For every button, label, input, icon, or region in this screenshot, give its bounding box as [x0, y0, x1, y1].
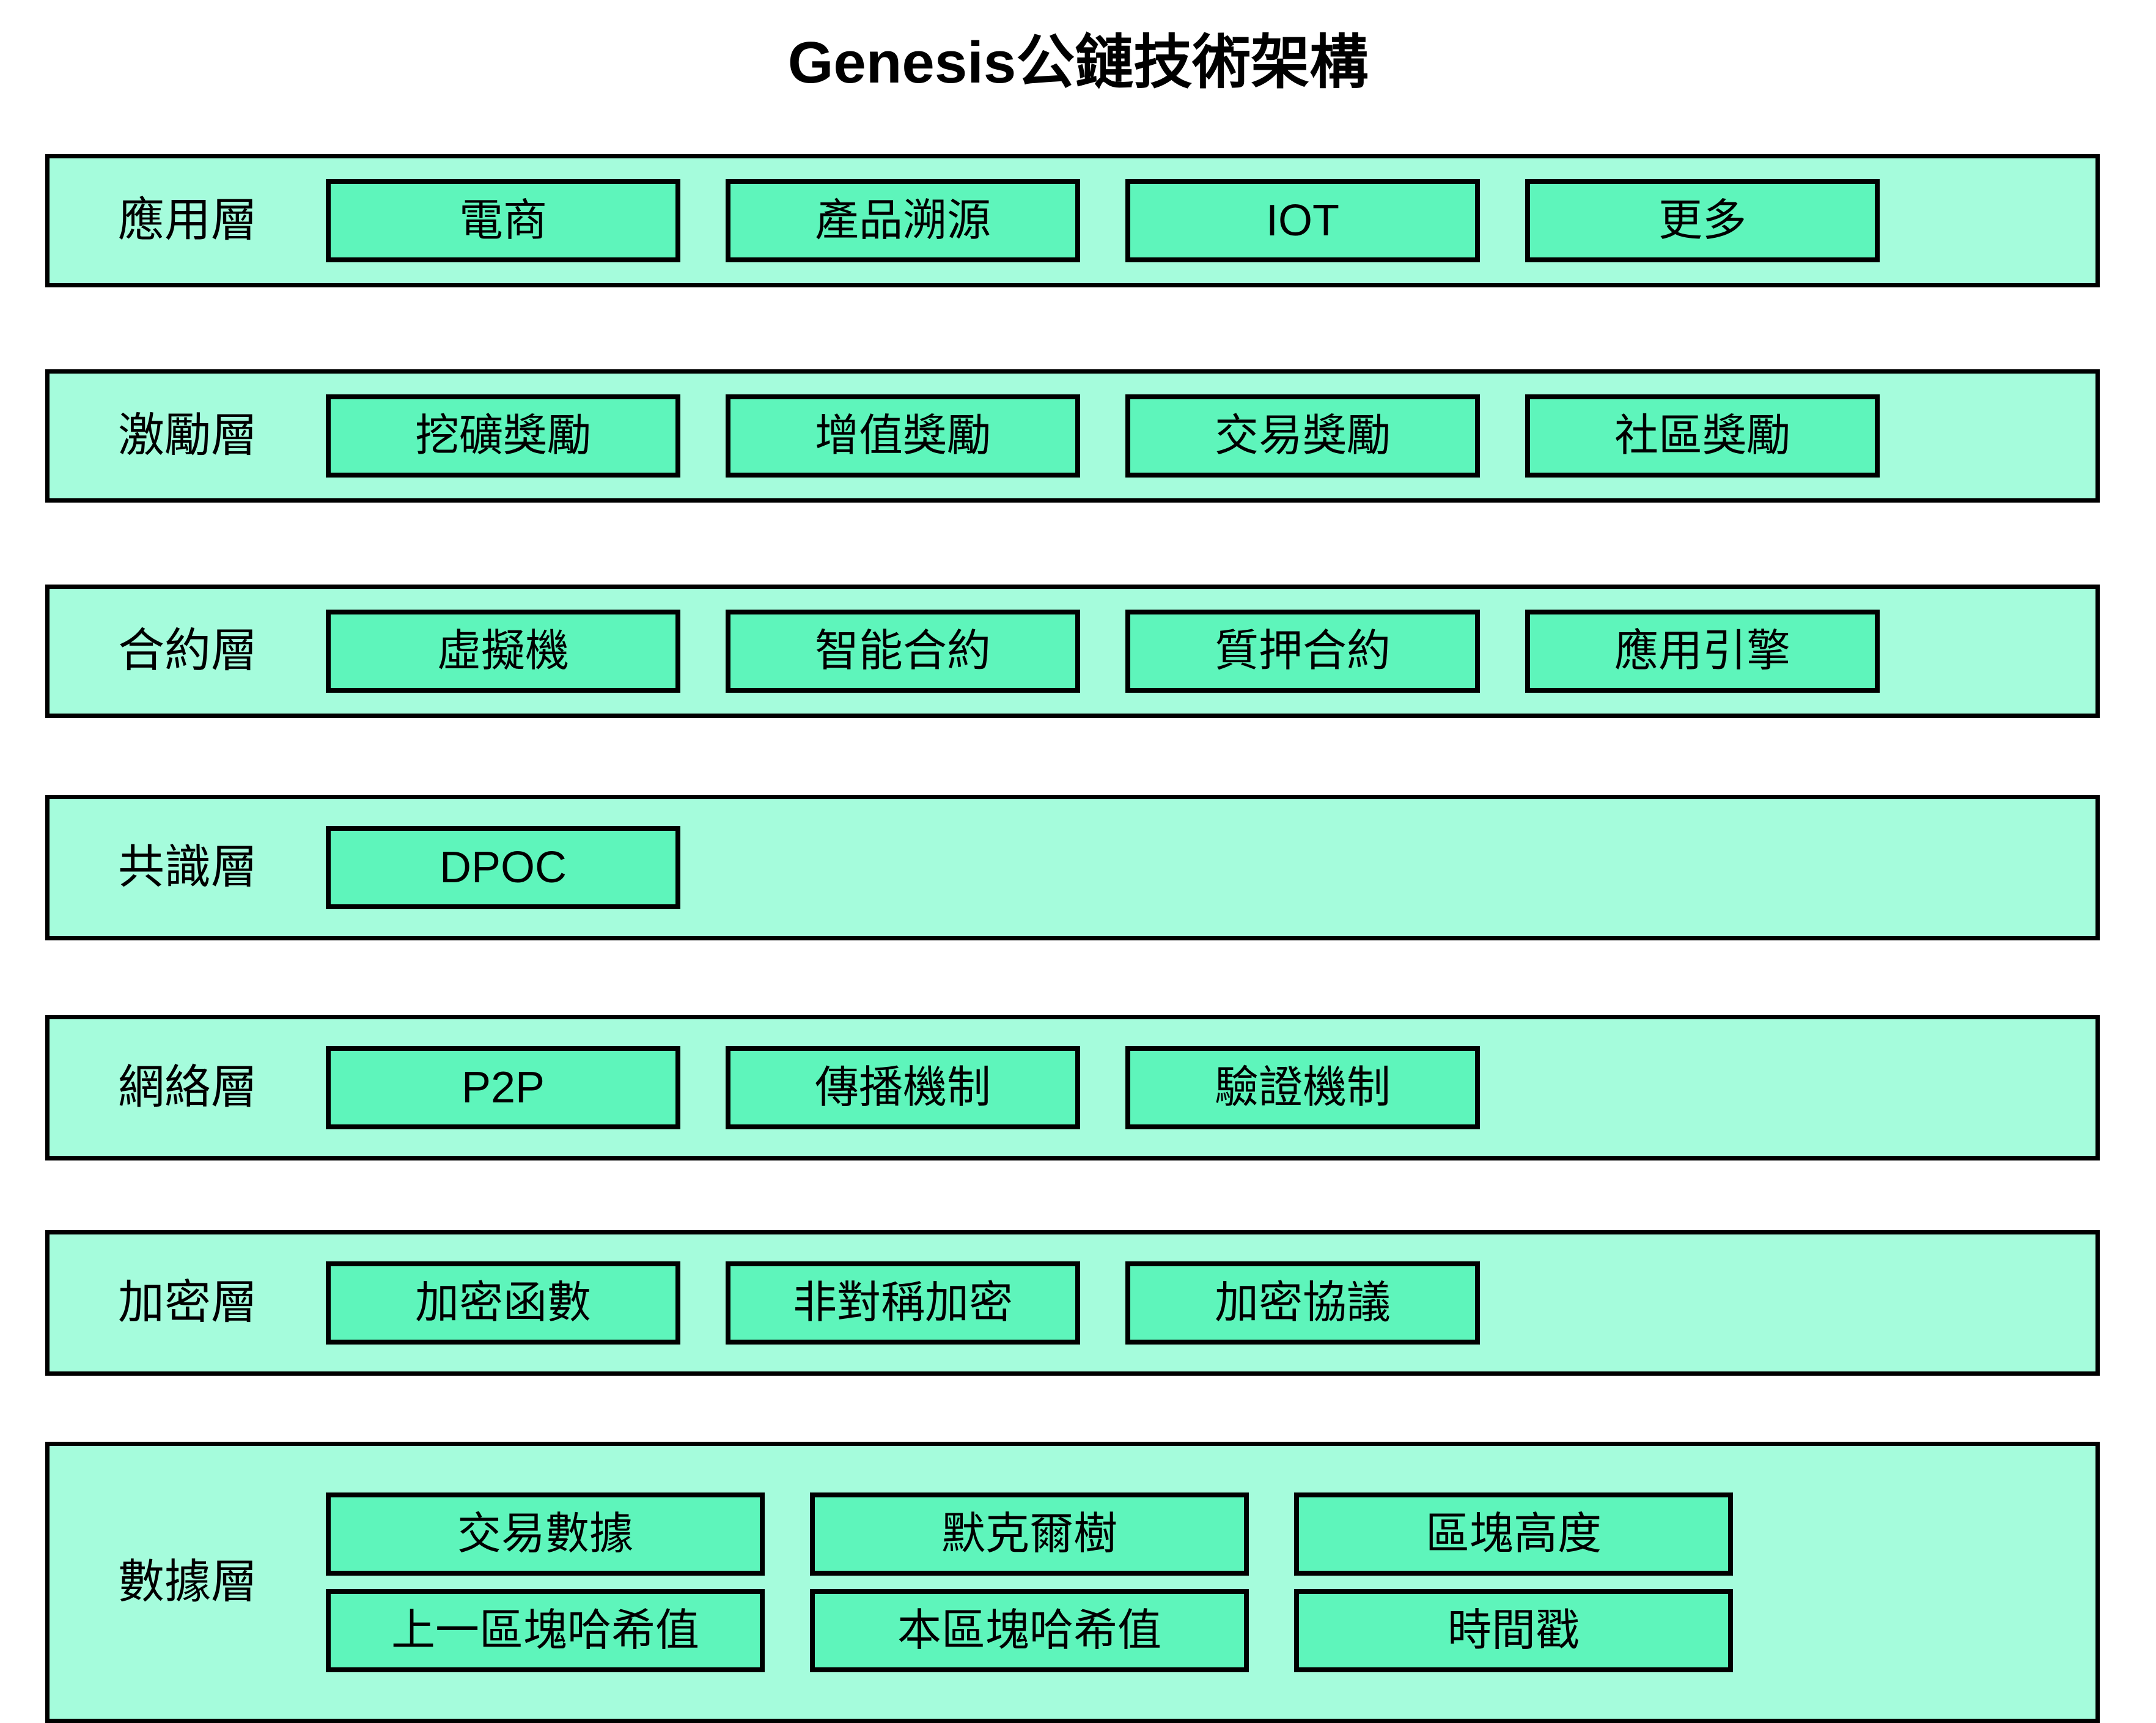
layer-nodes-contract: 虛擬機 智能合約 質押合約 應用引擎 — [326, 610, 2095, 693]
node-box[interactable]: 更多 — [1525, 179, 1880, 262]
layer-band-encryption: 加密層 加密函數 非對稱加密 加密協議 — [45, 1230, 2100, 1376]
node-box[interactable]: 區塊高度 — [1294, 1492, 1733, 1576]
layer-label-encryption: 加密層 — [118, 1277, 257, 1329]
node-box[interactable]: 本區塊哈希值 — [810, 1589, 1249, 1672]
layer-label-network: 網絡層 — [118, 1061, 257, 1113]
node-box[interactable]: 質押合約 — [1125, 610, 1480, 693]
layer-nodes-network: P2P 傳播機制 驗證機制 — [326, 1046, 2095, 1129]
node-box[interactable]: 虛擬機 — [326, 610, 680, 693]
layer-band-contract: 合約層 虛擬機 智能合約 質押合約 應用引擎 — [45, 585, 2100, 718]
node-box[interactable]: 非對稱加密 — [726, 1261, 1080, 1345]
layer-label-consensus: 共識層 — [118, 841, 257, 893]
layer-nodes-data-row-1: 交易數據 默克爾樹 區塊高度 — [326, 1492, 2095, 1576]
layer-band-incentive: 激勵層 挖礦獎勵 增值獎勵 交易獎勵 社區獎勵 — [45, 369, 2100, 503]
node-box[interactable]: 社區獎勵 — [1525, 394, 1880, 478]
node-box[interactable]: 時間戳 — [1294, 1589, 1733, 1672]
layer-band-application: 應用層 電商 產品溯源 IOT 更多 — [45, 154, 2100, 287]
layer-nodes-data: 交易數據 默克爾樹 區塊高度 上一區塊哈希值 本區塊哈希值 時間戳 — [326, 1492, 2095, 1672]
node-box[interactable]: 電商 — [326, 179, 680, 262]
node-box[interactable]: 驗證機制 — [1125, 1046, 1480, 1129]
layer-nodes-data-row-2: 上一區塊哈希值 本區塊哈希值 時間戳 — [326, 1589, 2095, 1672]
node-box[interactable]: 默克爾樹 — [810, 1492, 1249, 1576]
layer-label-incentive: 激勵層 — [118, 410, 257, 462]
node-box[interactable]: 上一區塊哈希值 — [326, 1589, 765, 1672]
node-box[interactable]: 應用引擎 — [1525, 610, 1880, 693]
node-box[interactable]: IOT — [1125, 179, 1480, 262]
node-box[interactable]: 加密協議 — [1125, 1261, 1480, 1345]
layer-label-contract: 合約層 — [118, 625, 257, 677]
node-box[interactable]: 增值獎勵 — [726, 394, 1080, 478]
node-box[interactable]: 智能合約 — [726, 610, 1080, 693]
node-box[interactable]: 挖礦獎勵 — [326, 394, 680, 478]
layer-band-data: 數據層 交易數據 默克爾樹 區塊高度 上一區塊哈希值 本區塊哈希值 時間戳 — [45, 1442, 2100, 1723]
layer-label-application: 應用層 — [118, 194, 257, 246]
node-box[interactable]: DPOC — [326, 826, 680, 909]
layer-band-network: 網絡層 P2P 傳播機制 驗證機制 — [45, 1015, 2100, 1160]
node-box[interactable]: 交易數據 — [326, 1492, 765, 1576]
layer-nodes-consensus: DPOC — [326, 826, 2095, 909]
layer-nodes-incentive: 挖礦獎勵 增值獎勵 交易獎勵 社區獎勵 — [326, 394, 2095, 478]
layer-nodes-application: 電商 產品溯源 IOT 更多 — [326, 179, 2095, 262]
layer-band-consensus: 共識層 DPOC — [45, 795, 2100, 940]
node-box[interactable]: 交易獎勵 — [1125, 394, 1480, 478]
page-title: Genesis公鏈技術架構 — [787, 30, 1369, 95]
node-box[interactable]: P2P — [326, 1046, 680, 1129]
node-box[interactable]: 加密函數 — [326, 1261, 680, 1345]
layer-nodes-encryption: 加密函數 非對稱加密 加密協議 — [326, 1261, 2095, 1345]
node-box[interactable]: 產品溯源 — [726, 179, 1080, 262]
layer-label-data: 數據層 — [118, 1556, 257, 1608]
node-box[interactable]: 傳播機制 — [726, 1046, 1080, 1129]
